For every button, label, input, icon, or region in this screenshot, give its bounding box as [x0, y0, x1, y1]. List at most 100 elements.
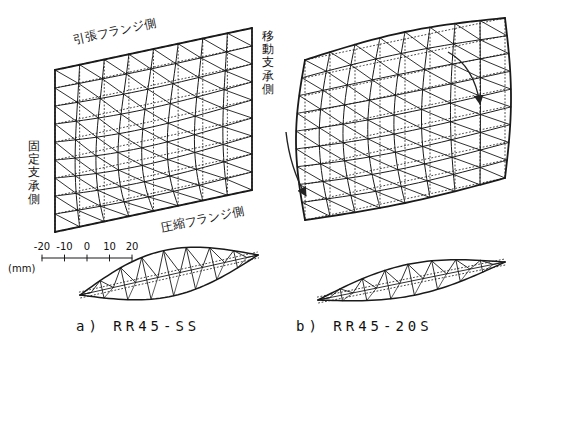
- deformed-grid-line: [55, 136, 252, 178]
- deformed-diagonal: [430, 27, 453, 44]
- deformed-diagonal: [148, 197, 178, 206]
- deformed-diagonal: [55, 214, 80, 227]
- deformed-grid-line: [194, 39, 202, 201]
- deformed-grid-line: [299, 54, 509, 96]
- deformed-diagonal: [323, 90, 345, 105]
- deformed-diagonal: [118, 170, 144, 182]
- deformed-diagonal: [142, 148, 168, 160]
- deformed-grid-line: [305, 178, 505, 220]
- deformed-diagonal: [451, 122, 481, 133]
- flange-lower-curve: [80, 255, 258, 300]
- deformed-diagonal: [78, 210, 105, 221]
- deformed-diagonal: [368, 120, 394, 134]
- deformed-diagonal: [480, 78, 511, 89]
- undeformed-grid-line: [104, 60, 105, 222]
- deformed-diagonal: [351, 195, 380, 208]
- scale-tick: [87, 255, 88, 261]
- deformed-diagonal: [343, 143, 369, 157]
- flange-section-line: [362, 279, 366, 301]
- deformed-grid-line: [296, 107, 511, 149]
- undeformed-grid-line: [252, 28, 253, 190]
- deformed-grid-line: [296, 60, 305, 220]
- deformed-diagonal: [154, 49, 176, 64]
- deformed-diagonal: [196, 169, 225, 178]
- deformed-diagonal: [455, 24, 480, 40]
- flange-section-line: [121, 268, 128, 300]
- flange-zigzag: [164, 247, 187, 272]
- deformed-diagonal: [55, 124, 76, 140]
- deformed-diagonal: [343, 124, 368, 139]
- flange-zigzag: [408, 261, 432, 279]
- deformed-diagonal: [427, 48, 452, 64]
- deformed-diagonal: [347, 85, 369, 100]
- deformed-diagonal: [76, 121, 96, 137]
- deformed-diagonal: [302, 202, 330, 216]
- deformed-diagonal: [405, 32, 427, 48]
- deformed-diagonal: [199, 185, 227, 195]
- deformed-diagonal: [55, 70, 79, 84]
- deformed-diagonal: [395, 95, 421, 109]
- deformed-diagonal: [170, 104, 195, 117]
- deformed-diagonal: [321, 109, 343, 124]
- scale-number: 0: [84, 241, 90, 253]
- deformed-diagonal: [401, 186, 430, 197]
- deformed-diagonal: [223, 127, 252, 136]
- flange-section-line: [340, 289, 342, 301]
- deformed-diagonal: [55, 106, 76, 121]
- deformed-diagonal: [118, 152, 142, 165]
- deformed-diagonal: [453, 174, 480, 184]
- deformed-diagonal: [144, 182, 173, 192]
- flange-zigzag: [438, 274, 447, 289]
- deformed-diagonal: [296, 149, 321, 164]
- deformed-diagonal: [398, 75, 423, 90]
- deformed-diagonal: [321, 164, 348, 178]
- deformed-diagonal: [126, 74, 147, 89]
- deformed-diagonal: [142, 165, 170, 176]
- deformed-diagonal: [326, 199, 355, 212]
- deformed-diagonal: [226, 52, 252, 64]
- deformed-diagonal: [423, 146, 452, 157]
- deformed-diagonal: [372, 174, 401, 186]
- deformed-diagonal: [104, 60, 126, 75]
- rotation-arrow: [286, 132, 306, 196]
- deformed-diagonal: [345, 105, 368, 120]
- flange-section-line: [100, 281, 104, 298]
- deformed-diagonal: [96, 156, 119, 170]
- deformed-diagonal: [369, 100, 394, 115]
- deformed-grid-line: [251, 28, 253, 190]
- deformed-diagonal: [452, 157, 480, 167]
- flange-zigzag: [210, 248, 234, 263]
- undeformed-grid-line: [380, 44, 381, 204]
- flange-zigzag: [151, 278, 158, 300]
- deformed-diagonal: [380, 38, 401, 54]
- deformed-diagonal: [173, 84, 197, 97]
- deformed-diagonal: [101, 206, 129, 216]
- flange-zigzag: [367, 288, 377, 300]
- deformed-diagonal: [76, 193, 100, 206]
- scale-number: 20: [126, 241, 139, 253]
- deformed-diagonal: [129, 54, 151, 69]
- deformed-diagonal: [124, 94, 145, 109]
- deformed-diagonal: [224, 162, 252, 172]
- flange-zigzag: [217, 263, 225, 280]
- scale-number: 10: [103, 241, 116, 253]
- undeformed-grid-line: [455, 29, 456, 189]
- flange-zigzag: [318, 298, 330, 300]
- deformed-diagonal: [167, 142, 195, 153]
- flange-zigzag: [121, 257, 142, 282]
- deformed-diagonal: [55, 88, 77, 102]
- flange-zigzag: [480, 260, 505, 264]
- deformed-diagonal: [326, 71, 347, 85]
- flange-zigzag: [142, 251, 164, 278]
- scale-tick: [109, 255, 110, 261]
- scale-unit: (mm): [8, 263, 35, 275]
- flange-plot-a: [79, 247, 258, 300]
- flange-zigzag: [80, 281, 100, 295]
- undeformed-flange-line: [317, 259, 504, 297]
- deformed-diagonal: [145, 109, 168, 123]
- deformed-grid-line: [142, 49, 154, 211]
- deformed-diagonal: [372, 80, 395, 95]
- deformed-diagonal: [302, 78, 323, 91]
- deformed-grid-line: [319, 52, 330, 216]
- deformed-diagonal: [170, 176, 199, 185]
